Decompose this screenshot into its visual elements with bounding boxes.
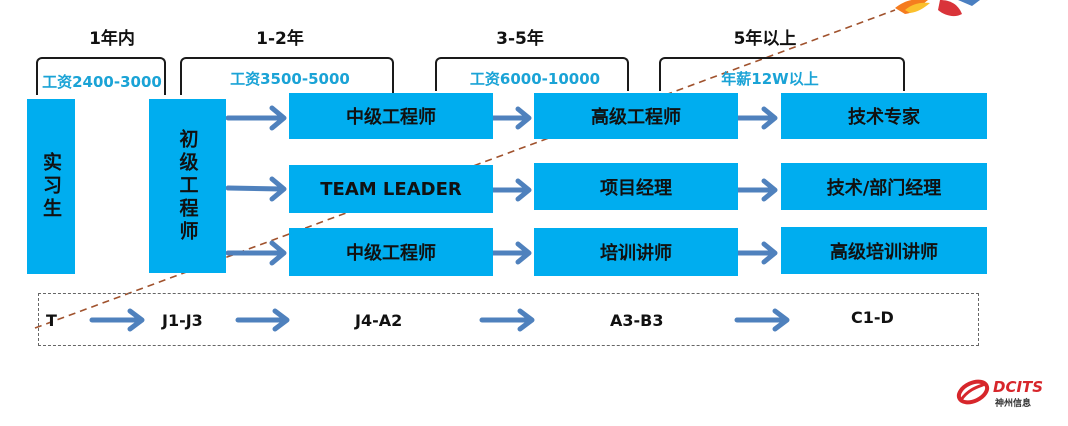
track3-stage4-box: 高级培训讲师 — [781, 227, 987, 274]
company-logo: DCITS 神州信息 — [955, 376, 1055, 410]
period-bracket-4 — [659, 57, 905, 91]
rocket-icon — [895, 0, 980, 17]
track2-stage4-label: 技术/部门经理 — [826, 177, 942, 199]
track1-stage2-label: 中级工程师 — [346, 107, 436, 128]
period-bracket-1 — [36, 57, 166, 95]
track1-stage2-box: 中级工程师 — [289, 93, 493, 139]
track1-stage3-label: 高级工程师 — [591, 107, 681, 128]
period-label-3: 3-5年 — [496, 29, 544, 49]
arrow-track2-stage4 — [734, 178, 778, 202]
salary-label-1: 工资2400-3000 — [42, 73, 162, 91]
arrow-track3-stage4 — [734, 241, 778, 265]
track2-stage3-box: 项目经理 — [534, 163, 738, 210]
arrow-junior-to-track1 — [225, 105, 287, 131]
period-label-2: 1-2年 — [256, 29, 304, 49]
track3-stage3-label: 培训讲师 — [600, 243, 672, 264]
level-label-5: C1-D — [851, 308, 894, 327]
track2-stage3-label: 项目经理 — [600, 177, 672, 199]
intern-label: 实习生 — [40, 152, 62, 221]
arrow-level-2 — [235, 308, 290, 332]
junior-engineer-box: 初级工程师 — [149, 99, 226, 273]
track2-stage2-box: TEAM LEADER — [289, 165, 493, 213]
level-label-1: T — [46, 311, 57, 330]
arrow-track2-stage3 — [490, 178, 532, 202]
arrow-level-1 — [89, 308, 145, 332]
salary-label-3: 工资6000-10000 — [469, 70, 601, 88]
level-band — [38, 293, 979, 346]
period-bracket-3 — [435, 57, 629, 91]
period-label-1: 1年内 — [89, 29, 135, 49]
arrow-track3-stage3 — [490, 241, 532, 265]
track3-stage2-label: 中级工程师 — [346, 243, 436, 264]
level-label-2: J1-J3 — [162, 311, 203, 330]
period-label-4: 5年以上 — [733, 29, 797, 49]
track3-stage2-box: 中级工程师 — [289, 228, 493, 276]
track3-stage3-box: 培训讲师 — [534, 228, 738, 276]
track3-stage4-label: 高级培训讲师 — [830, 241, 938, 263]
arrow-level-4 — [734, 308, 790, 332]
track1-stage4-box: 技术专家 — [781, 93, 987, 139]
intern-box: 实习生 — [27, 99, 75, 274]
arrow-junior-to-track2 — [225, 176, 287, 202]
track1-stage4-label: 技术专家 — [848, 107, 920, 128]
salary-label-4: 年薪12W以上 — [721, 70, 819, 88]
track2-stage4-box: 技术/部门经理 — [781, 163, 987, 210]
salary-label-2: 工资3500-5000 — [230, 70, 350, 88]
logo-name: DCITS — [993, 378, 1044, 396]
logo-subtitle: 神州信息 — [995, 399, 1032, 409]
track1-stage3-box: 高级工程师 — [534, 93, 738, 139]
track2-stage2-label: TEAM LEADER — [320, 178, 462, 200]
logo-swirl-icon — [956, 379, 990, 405]
arrow-track1-stage3 — [490, 106, 532, 130]
level-label-4: A3-B3 — [610, 311, 664, 330]
level-label-3: J4-A2 — [355, 311, 403, 330]
arrow-junior-to-track3 — [225, 240, 287, 266]
junior-engineer-label: 初级工程师 — [176, 128, 199, 244]
arrow-level-3 — [479, 308, 535, 332]
period-bracket-2 — [180, 57, 394, 95]
arrow-track1-stage4 — [734, 106, 778, 130]
